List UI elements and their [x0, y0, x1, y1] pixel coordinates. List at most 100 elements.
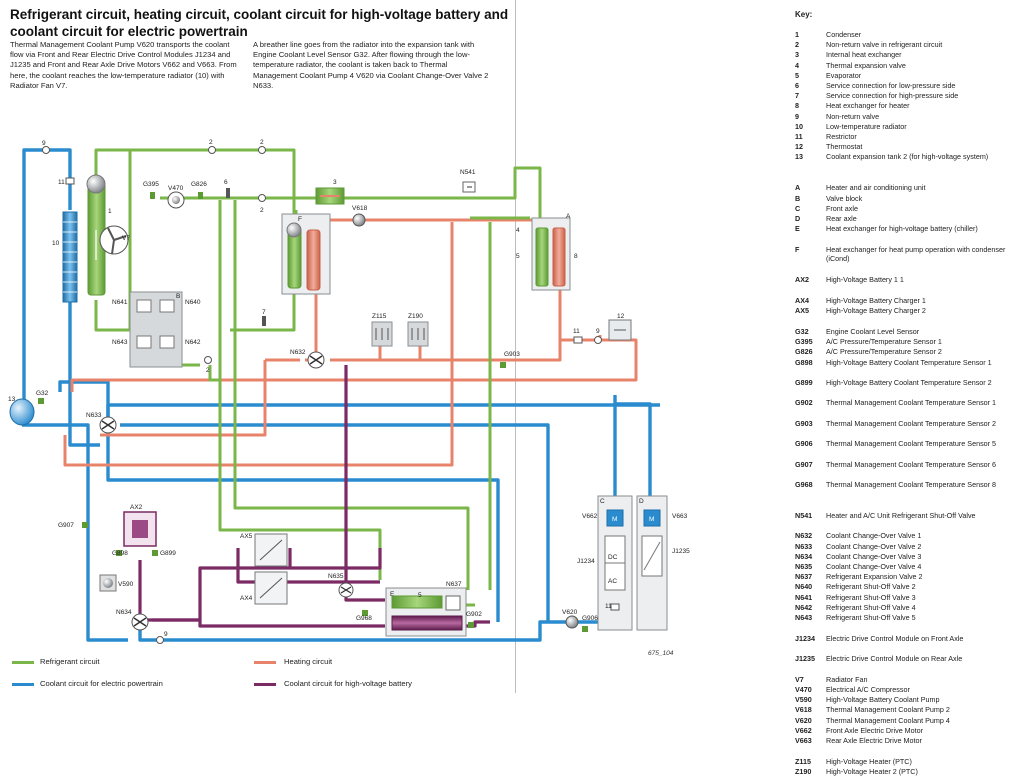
key-code: B [795, 193, 801, 203]
label-2d: 2 [206, 367, 210, 374]
key-text: Refrigerant Shut-Off Valve 5 [826, 612, 916, 622]
legend-swatch-heating [254, 661, 276, 664]
key-text: Condenser [826, 30, 862, 39]
label-e: E [390, 591, 395, 598]
legend-coolant: Coolant circuit for electric powertrain [40, 679, 163, 688]
label-v620: V620 [562, 609, 578, 616]
label-ax5: AX5 [240, 533, 253, 540]
key-code: A [795, 183, 801, 193]
sensor-g907 [82, 522, 88, 528]
label-n635: N635 [328, 573, 344, 580]
change-over-valve-n634 [131, 613, 149, 631]
label-z190: Z190 [408, 313, 423, 320]
key-text: Refrigerant Shut-Off Valve 3 [826, 592, 916, 602]
label-v7: V7 [122, 235, 130, 242]
label-2b: 2 [260, 139, 264, 146]
valve-block-b [129, 291, 183, 368]
key-text: Thermostat [826, 142, 863, 152]
coolant-powertrain-lines [22, 148, 660, 642]
page-divider [515, 0, 516, 693]
key-text: High-Voltage Battery Coolant Pump [826, 695, 940, 705]
internal-heat-exchanger-3 [315, 187, 345, 205]
label-g395: G395 [143, 181, 159, 188]
label-n642: N642 [185, 339, 201, 346]
label-7: 7 [262, 309, 266, 316]
legend-swatch-refrigerant [12, 661, 34, 664]
label-j1235: J1235 [672, 548, 690, 555]
key-text: Heat exchanger for heater [826, 101, 910, 111]
key-code: G903 [795, 418, 813, 428]
key-text: High-Voltage Heater 2 (PTC) [826, 766, 918, 776]
key-code: G907 [795, 459, 813, 469]
key-text: Valve block [826, 193, 863, 203]
key-text: Thermal Management Coolant Pump 4 [826, 715, 950, 725]
figure-reference: 675_104 [648, 650, 674, 657]
key-text: Non-return valve [826, 111, 880, 121]
key-code: 6 [795, 81, 799, 90]
label-c: C [600, 498, 605, 505]
key-code: AX2 [795, 275, 809, 285]
key-code: J1235 [795, 654, 815, 663]
non-return-valves [42, 146, 602, 644]
label-n640: N640 [185, 299, 201, 306]
key-code: G968 [795, 480, 813, 489]
label-g907: G907 [58, 522, 74, 529]
label-11b: 11 [573, 328, 580, 335]
key-text: Service connection for high-pressure sid… [826, 91, 959, 101]
change-over-valve-n635 [338, 582, 354, 598]
key-text: Thermal Management Coolant Temperature S… [826, 418, 997, 428]
label-6: 6 [224, 179, 228, 186]
label-9b: 9 [596, 328, 600, 335]
legend-refrigerant: Refrigerant circuit [40, 657, 100, 666]
label-n632: N632 [290, 349, 306, 356]
label-g32: G32 [36, 390, 49, 397]
label-n541: N541 [460, 169, 476, 176]
rear-axle-d [636, 495, 668, 631]
legend-swatch-coolant [12, 683, 34, 686]
key-text: Heater and A/C Unit Refrigerant Shut-Off… [826, 510, 976, 520]
key-code: N632 [795, 531, 813, 541]
label-g902: G902 [466, 611, 482, 618]
key-code: D [795, 213, 801, 223]
shut-off-valve-n541 [462, 181, 476, 193]
key-text: Electric Drive Control Module on Rear Ax… [826, 654, 963, 663]
label-v618: V618 [352, 205, 368, 212]
label-11c: 11 [605, 603, 612, 610]
key-code: G906 [795, 439, 813, 449]
key-code: 10 [795, 121, 803, 131]
key-code: G902 [795, 398, 813, 408]
key-text: Refrigerant Shut-Off Valve 2 [826, 582, 916, 592]
label-n637: N637 [446, 581, 462, 588]
sensor-g906 [582, 626, 588, 632]
key-text: Thermal Management Coolant Temperature S… [826, 480, 997, 489]
key-text: Refrigerant Shut-Off Valve 4 [826, 602, 916, 612]
key-text: A/C Pressure/Temperature Sensor 2 [826, 347, 942, 357]
compressor-v470 [167, 191, 185, 209]
label-m-front: M [612, 516, 617, 523]
sensor-g898 [116, 550, 122, 556]
key-text: Heat exchanger for high-voltage battery … [826, 224, 978, 234]
label-n634: N634 [116, 609, 132, 616]
key-code: V470 [795, 684, 812, 694]
key-text: Electric Drive Control Module on Front A… [826, 633, 964, 643]
sensor-g826 [198, 192, 203, 199]
sensor-g395 [150, 192, 155, 199]
hvac-unit-a [531, 217, 571, 291]
label-a: A [566, 213, 571, 220]
key-code: N541 [795, 510, 813, 520]
label-13: 13 [8, 396, 16, 403]
key-text: High-Voltage Battery 1 1 [826, 275, 904, 285]
key-code: 8 [795, 101, 799, 111]
diagram-title: Refrigerant circuit, heating circuit, co… [10, 7, 509, 39]
key-text: Internal heat exchanger [826, 50, 902, 60]
label-n643: N643 [112, 339, 128, 346]
label-1: 1 [108, 208, 112, 215]
sensor-g968 [362, 610, 368, 616]
key-code: 5 [795, 70, 799, 80]
heater-z190 [407, 321, 429, 347]
label-g899: G899 [160, 550, 176, 557]
label-v663: V663 [672, 513, 688, 520]
key-text: Rear axle [826, 213, 857, 223]
coolant-pump-v620 [565, 615, 579, 629]
change-over-valve-n633 [99, 416, 117, 434]
